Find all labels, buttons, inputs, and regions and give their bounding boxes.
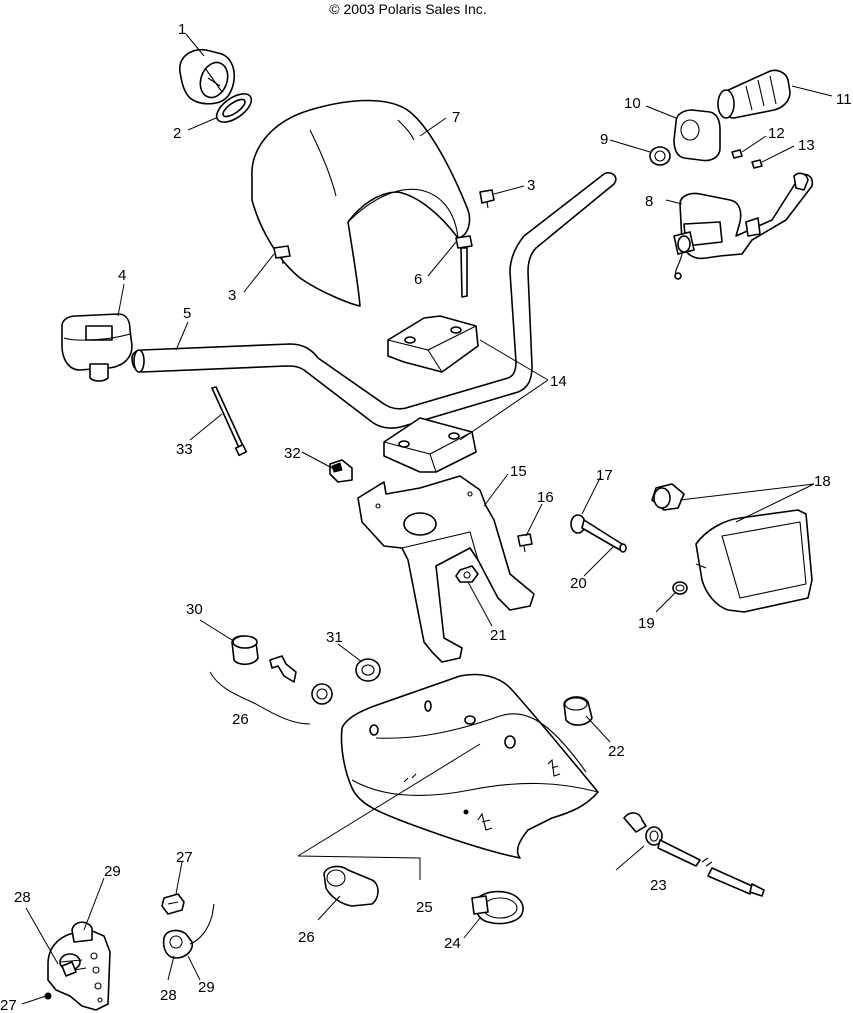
part-13-small-screw (751, 159, 763, 169)
callout-8: 8 (645, 193, 653, 210)
part-30-grommet (231, 635, 259, 666)
callout-20: 20 (570, 575, 587, 592)
callout-28-left: 28 (14, 889, 31, 906)
part-29-caliper (44, 921, 111, 1011)
callout-33: 33 (176, 441, 193, 458)
part-26-socket (311, 683, 333, 705)
callout-3-left: 3 (228, 287, 236, 304)
part-24-clamp (471, 890, 524, 925)
callout-32: 32 (284, 445, 301, 462)
part-21-nut (455, 565, 479, 583)
part-22-plug (563, 696, 593, 726)
part-9-washer (649, 146, 671, 166)
part-14-clamp-upper (387, 315, 479, 373)
part-25-lower-cover (340, 673, 599, 859)
callout-17: 17 (596, 467, 613, 484)
copyright-text: © 2003 Polaris Sales Inc. (329, 1, 486, 17)
part-1-grip-cap (179, 48, 235, 105)
callout-29-upper: 29 (104, 863, 121, 880)
part-16-screw (517, 533, 533, 553)
part-3-screw-top (479, 189, 495, 209)
callout-19: 19 (638, 615, 655, 632)
callout-6: 6 (414, 271, 422, 288)
part-18-headlight (695, 509, 813, 613)
callout-3-top: 3 (527, 177, 535, 194)
part-27-screw-upper (161, 893, 185, 915)
callout-18: 18 (814, 473, 831, 490)
part-23-cable (623, 812, 765, 897)
callout-21: 21 (490, 627, 507, 644)
part-33-cable-tie (211, 386, 248, 457)
part-19-o-ring (672, 581, 688, 595)
part-12-small-screw (731, 149, 743, 159)
part-5-handlebar (131, 171, 617, 429)
part-8-master-cylinder (673, 172, 814, 280)
callout-22: 22 (608, 743, 625, 760)
part-3-screw-left (273, 245, 291, 265)
part-26-terminal (269, 655, 297, 683)
callout-11: 11 (836, 91, 852, 108)
part-32-clip (329, 459, 353, 483)
part-2-ring (215, 93, 253, 123)
callout-12: 12 (768, 125, 785, 142)
callout-26-upper: 26 (232, 711, 249, 728)
callout-7: 7 (452, 109, 460, 126)
callout-14: 14 (550, 373, 567, 390)
part-7-handlebar-cover (251, 99, 471, 307)
callout-numbers: 1 2 3 3 4 5 6 7 8 9 10 11 12 13 14 15 16… (0, 21, 852, 1013)
part-6-bolt (455, 235, 473, 298)
part-20-adjuster-bolt (581, 519, 627, 553)
callout-27-lower: 27 (0, 997, 17, 1013)
callout-26-lower: 26 (298, 929, 315, 946)
part-26-connector (323, 865, 379, 907)
callout-10: 10 (624, 95, 641, 112)
callout-13: 13 (798, 137, 815, 154)
callout-24: 24 (444, 935, 461, 952)
callout-4: 4 (118, 267, 126, 284)
callout-30: 30 (186, 601, 203, 618)
part-14-clamp-lower (383, 417, 477, 473)
callout-28-lower: 28 (160, 987, 177, 1004)
callout-5: 5 (183, 305, 191, 322)
callout-29-lower: 29 (198, 979, 215, 996)
part-4-switch-housing (61, 313, 133, 382)
part-10-block (673, 109, 721, 162)
part-31-grommet (355, 658, 381, 682)
callout-23: 23 (650, 877, 667, 894)
callout-25: 25 (416, 899, 433, 916)
callout-27-upper: 27 (176, 849, 193, 866)
callout-1: 1 (178, 21, 186, 38)
leader-lines (21, 33, 833, 1005)
callout-2: 2 (173, 125, 181, 142)
callout-15: 15 (510, 463, 527, 480)
part-15-bracket (357, 475, 535, 663)
part-11-grip (717, 69, 791, 119)
callout-9: 9 (600, 131, 608, 148)
callout-31: 31 (326, 629, 343, 646)
part-28-sensor (162, 903, 215, 959)
callout-16: 16 (537, 489, 554, 506)
part-18-bulb (651, 483, 685, 511)
